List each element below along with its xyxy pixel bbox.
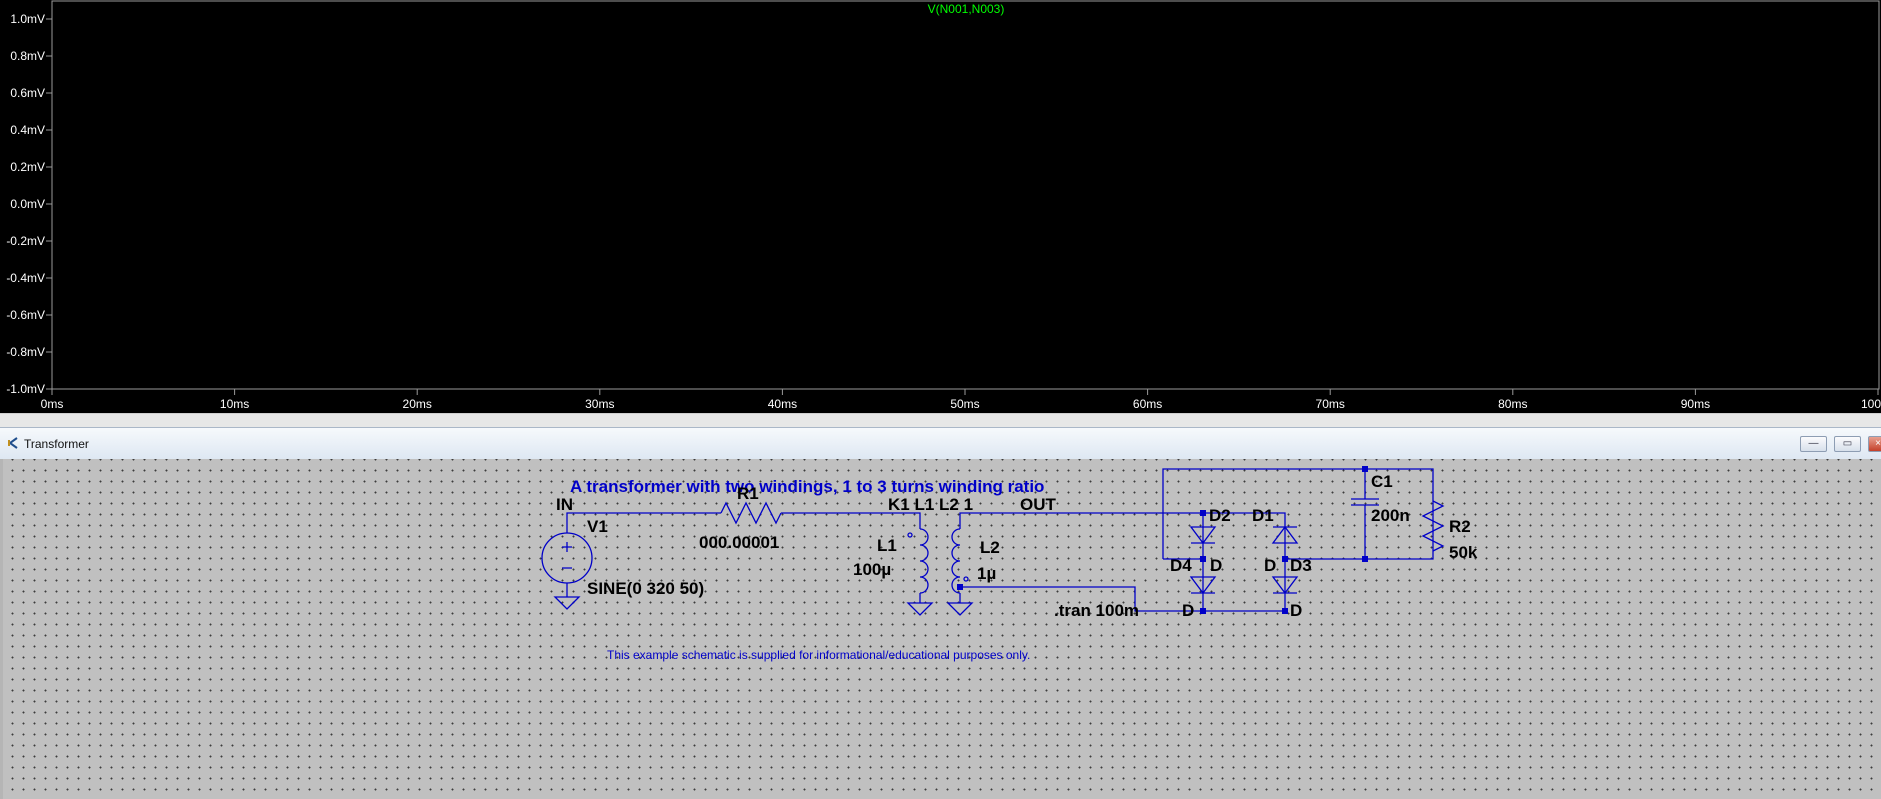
- r2-resistor-symbol: [1421, 500, 1445, 552]
- r1-value[interactable]: 000.00001: [699, 533, 779, 552]
- d2-name[interactable]: D2: [1209, 506, 1231, 525]
- x-tick-label: 50ms: [950, 397, 979, 411]
- x-axis: 0ms 10ms 20ms 30ms 40ms 50ms 60ms 70ms 80ms 90ms 1…: [41, 389, 1881, 411]
- x-tick-label: 60ms: [1133, 397, 1162, 411]
- wire-l2-bottom: [960, 586, 1203, 612]
- pane-splitter[interactable]: [0, 413, 1881, 428]
- schematic-drawing[interactable]: A transformer with two windings, 1 to 3 …: [3, 459, 1881, 799]
- y-axis: 1.0mV 0.8mV 0.6mV 0.4mV 0.2mV 0.0mV -0.2mV -0.4…: [6, 12, 52, 396]
- l2-phase-dot: [963, 576, 969, 582]
- x-tick-label: 80ms: [1498, 397, 1527, 411]
- l2-name[interactable]: L2: [980, 538, 1000, 557]
- diode-model-bottom-right[interactable]: D: [1290, 601, 1302, 620]
- r2-name[interactable]: R2: [1449, 517, 1471, 536]
- k1-directive[interactable]: K1 L1 L2 1: [888, 495, 973, 514]
- restore-button[interactable]: ▭: [1834, 436, 1861, 452]
- v1-source-symbol[interactable]: [541, 532, 593, 584]
- wire-r1-l1: [781, 512, 921, 529]
- close-button[interactable]: ×: [1868, 436, 1881, 452]
- l1-value[interactable]: 100µ: [853, 560, 891, 579]
- x-tick-label: 70ms: [1316, 397, 1345, 411]
- ground-icon-v1: [553, 596, 581, 610]
- trace-label[interactable]: V(N001,N003): [928, 2, 1005, 16]
- y-tick-label: 1.0mV: [10, 12, 45, 26]
- d3-name[interactable]: D3: [1290, 556, 1312, 575]
- schematic-comment[interactable]: A transformer with two windings, 1 to 3 …: [570, 477, 1044, 496]
- wire-in: [566, 512, 721, 533]
- x-axis-strip: [0, 389, 1881, 413]
- wire-bridge-right: [1203, 512, 1286, 611]
- junction-dot: [1200, 608, 1206, 614]
- d2-diode-symbol: [1189, 526, 1217, 545]
- close-icon: ×: [1875, 438, 1881, 449]
- y-tick-label: -0.2mV: [6, 234, 45, 248]
- ltspice-logo-icon: [8, 437, 18, 449]
- l2-value[interactable]: 1µ: [977, 564, 996, 583]
- r1-name[interactable]: R1: [737, 484, 759, 503]
- schematic-window: Transformer — ▭ ×: [0, 427, 1881, 799]
- d4-name[interactable]: D4: [1170, 556, 1192, 575]
- y-tick-label: 0.8mV: [10, 49, 45, 63]
- waveform-plot[interactable]: V(N001,N003) 1.0mV 0.8mV 0.6mV 0.4mV 0.2mV 0.…: [0, 0, 1881, 413]
- net-label-out[interactable]: OUT: [1020, 495, 1057, 514]
- d1-name[interactable]: D1: [1252, 506, 1274, 525]
- restore-icon: ▭: [1842, 438, 1853, 449]
- d3-model[interactable]: D: [1264, 556, 1276, 575]
- wire-output-loop: [1162, 468, 1434, 560]
- r2-value[interactable]: 50k: [1449, 543, 1478, 562]
- junction-dot: [1200, 510, 1206, 516]
- x-tick-label: 10ms: [220, 397, 249, 411]
- x-tick-label: 0ms: [41, 397, 64, 411]
- junction-dot: [1200, 556, 1206, 562]
- v1-polarity-icon: [562, 542, 572, 569]
- c1-capacitor-symbol: [1351, 469, 1379, 559]
- d1-diode-symbol: [1271, 525, 1299, 544]
- d4-model[interactable]: D: [1210, 556, 1222, 575]
- c1-name[interactable]: C1: [1371, 472, 1393, 491]
- minimize-button[interactable]: —: [1800, 436, 1827, 452]
- x-tick-label: 100: [1861, 397, 1881, 411]
- y-tick-label: -0.6mV: [6, 308, 45, 322]
- schematic-canvas[interactable]: A transformer with two windings, 1 to 3 …: [0, 459, 1881, 799]
- c1-value[interactable]: 200n: [1371, 506, 1410, 525]
- diode-model-bottom-left[interactable]: D: [1182, 601, 1194, 620]
- junction-dot: [1282, 608, 1288, 614]
- schematic-titlebar[interactable]: Transformer — ▭ ×: [0, 427, 1881, 461]
- x-tick-label: 20ms: [403, 397, 432, 411]
- y-tick-label: -1.0mV: [6, 382, 45, 396]
- r1-resistor-symbol: [720, 501, 782, 525]
- v1-name[interactable]: V1: [587, 517, 608, 536]
- l1-inductor-symbol: [919, 528, 929, 594]
- x-tick-label: 30ms: [585, 397, 614, 411]
- l2-inductor-symbol: [951, 528, 961, 594]
- y-tick-label: 0.0mV: [10, 197, 45, 211]
- y-tick-label: 0.2mV: [10, 160, 45, 174]
- minimize-icon: —: [1808, 438, 1819, 449]
- l1-name[interactable]: L1: [877, 536, 897, 555]
- junction-dot: [1282, 556, 1288, 562]
- waveform-plot-pane[interactable]: V(N001,N003) 1.0mV 0.8mV 0.6mV 0.4mV 0.2mV 0.…: [0, 0, 1881, 413]
- junction-dot: [957, 584, 963, 590]
- y-axis-strip: [0, 0, 52, 413]
- y-tick-label: -0.4mV: [6, 271, 45, 285]
- junction-dot: [1362, 466, 1368, 472]
- l1-phase-dot: [907, 532, 913, 538]
- ground-icon-l1: [906, 602, 934, 616]
- y-tick-label: 0.6mV: [10, 86, 45, 100]
- d3-diode-symbol: [1271, 576, 1299, 595]
- y-tick-label: -0.8mV: [6, 345, 45, 359]
- ground-icon-l2: [946, 602, 974, 616]
- window-title: Transformer: [24, 437, 89, 451]
- junction-dot: [1362, 556, 1368, 562]
- x-tick-label: 40ms: [768, 397, 797, 411]
- x-tick-label: 90ms: [1681, 397, 1710, 411]
- v1-value[interactable]: SINE(0 320 50): [587, 579, 704, 598]
- tran-directive[interactable]: .tran 100m: [1054, 601, 1139, 620]
- d4-diode-symbol: [1189, 576, 1217, 595]
- disclaimer-text[interactable]: This example schematic is supplied for i…: [607, 648, 1030, 662]
- wire-out: [959, 512, 1203, 529]
- y-tick-label: 0.4mV: [10, 123, 45, 137]
- plot-background[interactable]: [52, 0, 1881, 389]
- net-label-in[interactable]: IN: [556, 495, 573, 514]
